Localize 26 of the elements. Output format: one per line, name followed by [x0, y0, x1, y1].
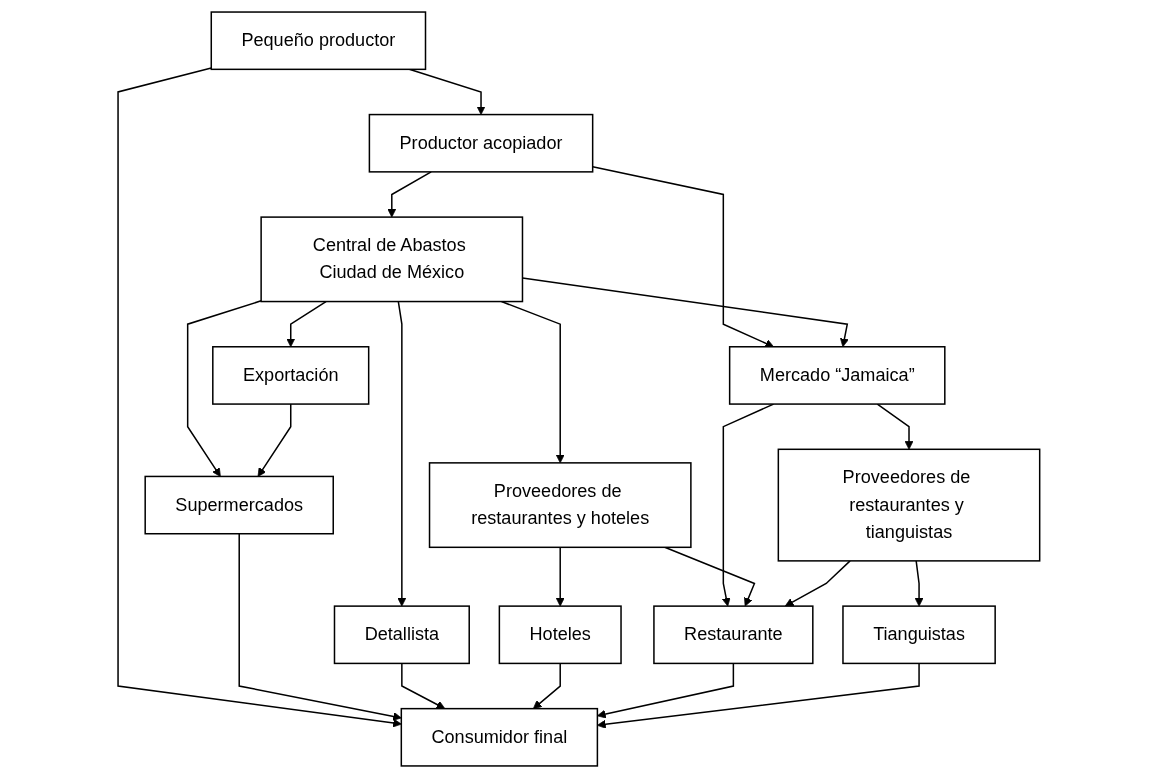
arrow	[532, 662, 561, 710]
node-box: Central de Abastos Ciudad de México	[260, 216, 523, 303]
node-box: Proveedores de restaurantes y tianguistas	[777, 448, 1041, 562]
arrow	[285, 300, 327, 348]
arrow	[721, 403, 774, 607]
node-box: Exportación	[211, 346, 370, 405]
arrow	[500, 300, 565, 464]
arrow	[186, 300, 262, 477]
arrow	[400, 662, 445, 710]
arrow	[876, 403, 914, 450]
node-box: Consumidor final	[400, 707, 598, 767]
node-box: Productor acopiador	[368, 113, 594, 173]
arrow	[257, 403, 292, 477]
node-box: Tianguistas	[841, 605, 996, 665]
arrow	[397, 300, 406, 607]
arrow	[914, 560, 924, 607]
arrow	[387, 171, 432, 218]
arrow	[784, 560, 851, 607]
node-box: Proveedores de restaurantes y hoteles	[428, 462, 692, 549]
node-box: Pequeño productor	[210, 11, 426, 71]
node-box: Restaurante	[652, 605, 814, 665]
arrow	[555, 546, 565, 607]
node-box: Hoteles	[498, 605, 622, 665]
node-box: Detallista	[333, 605, 470, 665]
node-box: Supermercados	[144, 475, 334, 535]
node-box: Mercado “Jamaica”	[728, 346, 946, 405]
